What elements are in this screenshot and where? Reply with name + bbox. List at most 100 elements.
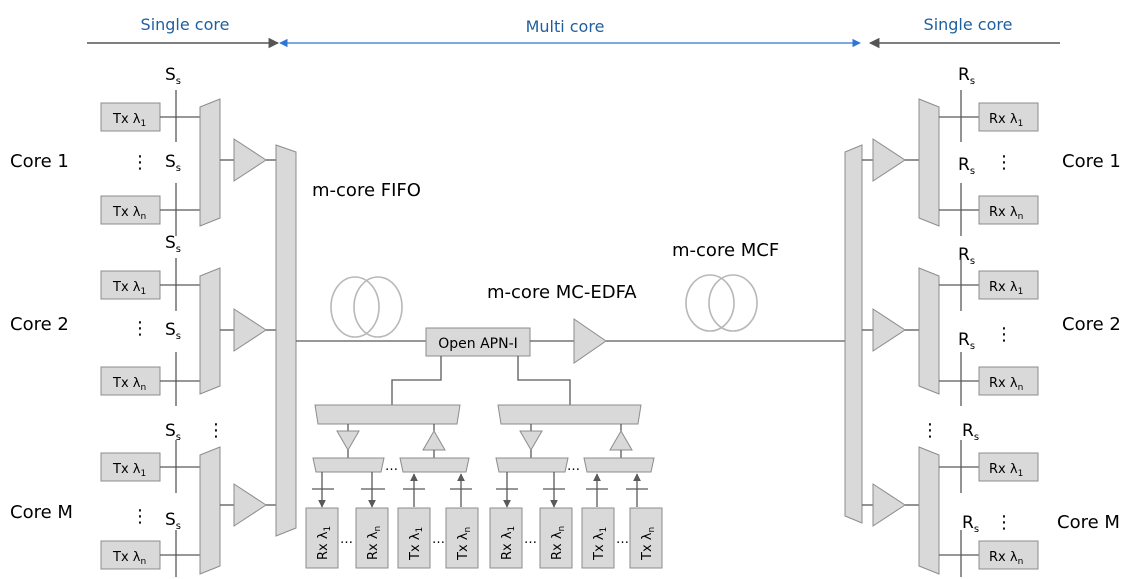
amplifier-triangle <box>233 138 267 182</box>
vdots: ⋮ <box>207 420 225 441</box>
rx-box <box>978 270 1039 300</box>
core-label-right-2: Core 2 <box>1062 314 1121 335</box>
add-amplifier <box>609 430 633 451</box>
tx-label: Tx λn <box>112 205 146 222</box>
vdots: ⋮ <box>131 506 149 527</box>
r-label: Rs <box>958 65 975 87</box>
region-header: Single core Multi core Single core <box>87 15 1060 49</box>
demux <box>918 267 940 395</box>
vdots: ⋮ <box>995 324 1013 345</box>
hdots: … <box>432 532 445 547</box>
drop-rx-1: Rx λ1 <box>489 507 523 569</box>
fiber-coil-left <box>330 276 403 338</box>
region-label-left: Single core <box>141 15 230 34</box>
rx-label: Rx λn <box>989 550 1023 567</box>
r-label: Rs <box>962 513 979 535</box>
tx-box <box>100 270 161 300</box>
svg-text:Tx λn: Tx λn <box>640 527 657 561</box>
rx-box <box>978 452 1039 482</box>
demux <box>918 446 940 575</box>
svg-text:Rx λn: Rx λn <box>550 526 567 560</box>
region-label-right: Single core <box>924 15 1013 34</box>
rx-group-core1: Rs Rx λ1 Rs ⋮ Rx λn <box>862 65 1039 236</box>
s-label: Ss <box>165 152 181 174</box>
mcf-label: m-core MCF <box>672 240 779 261</box>
mux <box>199 267 221 395</box>
rx-box <box>978 366 1039 396</box>
r-label: Rs <box>958 155 975 177</box>
add-tx-1: Tx λ1 <box>397 507 431 569</box>
core-label-left-1: Core 1 <box>10 151 69 172</box>
rx-label: Rx λ1 <box>989 280 1023 297</box>
add-tx-n: Tx λn <box>445 507 479 569</box>
core-label-right-1: Core 1 <box>1062 151 1121 172</box>
tx-label: Tx λ1 <box>112 112 146 129</box>
open-apn-i-box <box>425 327 531 357</box>
apn-label: Open APN-I <box>438 336 518 352</box>
svg-text:Tx λn: Tx λn <box>456 527 473 561</box>
drop-amplifier <box>519 430 543 451</box>
svg-text:Rx λ1: Rx λ1 <box>500 526 517 560</box>
tx-label: Tx λ1 <box>112 280 146 297</box>
hdots: … <box>524 532 537 547</box>
drop-rx-n: Rx λn <box>355 507 389 569</box>
s-label: Ss <box>165 65 181 87</box>
fifo-left <box>275 144 297 537</box>
svg-text:Tx λ1: Tx λ1 <box>408 527 425 561</box>
amplifier-triangle <box>872 483 906 527</box>
rx-box <box>978 102 1039 132</box>
rx-group-core2: Rs Rx λ1 Rs ⋮ Rx λn <box>862 245 1039 406</box>
drop-amplifier <box>336 430 360 451</box>
tx-box <box>100 195 161 225</box>
s-label: Ss <box>165 510 181 532</box>
rx-label: Rx λn <box>989 205 1023 222</box>
hdots: … <box>567 459 580 474</box>
splitter-trapezoid <box>314 404 461 425</box>
demux <box>918 98 940 227</box>
core-label-left-m: Core M <box>10 502 73 523</box>
splitter-trapezoid <box>497 404 642 425</box>
mux-trapezoid <box>399 457 470 473</box>
demux-trapezoid <box>495 457 569 473</box>
vdots: ⋮ <box>995 512 1013 533</box>
rx-label: Rx λn <box>989 376 1023 393</box>
core-label-right-m: Core M <box>1057 512 1120 533</box>
edfa-label: m-core MC-EDFA <box>487 282 637 303</box>
mux-trapezoid <box>583 457 655 473</box>
tx-box <box>100 452 161 482</box>
vdots: ⋮ <box>131 318 149 339</box>
hdots: … <box>340 532 353 547</box>
add-tx-n: Tx λn <box>629 507 663 569</box>
hdots: … <box>616 532 629 547</box>
s-label: Ss <box>165 421 181 443</box>
tx-label: Tx λn <box>112 550 146 567</box>
fiber-coil-right <box>685 274 758 332</box>
rx-box <box>978 540 1039 570</box>
s-label: Ss <box>165 233 181 255</box>
amplifier-triangle <box>872 138 906 182</box>
mc-edfa-triangle <box>573 318 607 364</box>
drop-rx-1: Rx λ1 <box>305 507 339 569</box>
tx-label: Tx λ1 <box>112 462 146 479</box>
svg-text:Rx λn: Rx λn <box>366 526 383 560</box>
fifo-label: m-core FIFO <box>312 180 421 201</box>
rx-box <box>978 195 1039 225</box>
apn-branch: … … Rx λ1 … <box>305 356 663 569</box>
rx-group-corem: Rs Rx λ1 Rs ⋮ Rx λn <box>862 421 1039 577</box>
svg-text:Tx λ1: Tx λ1 <box>592 527 609 561</box>
core-label-left-2: Core 2 <box>10 314 69 335</box>
region-label-middle: Multi core <box>526 17 605 36</box>
add-amplifier <box>422 430 446 451</box>
amplifier-triangle <box>233 483 267 527</box>
s-label: Ss <box>165 320 181 342</box>
mux <box>199 98 221 227</box>
hdots: … <box>385 459 398 474</box>
mux <box>199 446 221 575</box>
tx-group-corem: Ss Tx λ1 ⋮ Ss Tx λn <box>100 421 276 577</box>
demux-trapezoid <box>312 457 385 473</box>
vdots: ⋮ <box>131 152 149 173</box>
tx-label: Tx λn <box>112 376 146 393</box>
tx-group-core2: Ss Tx λ1 ⋮ Ss Tx λn <box>100 233 276 406</box>
r-label: Rs <box>958 330 975 352</box>
